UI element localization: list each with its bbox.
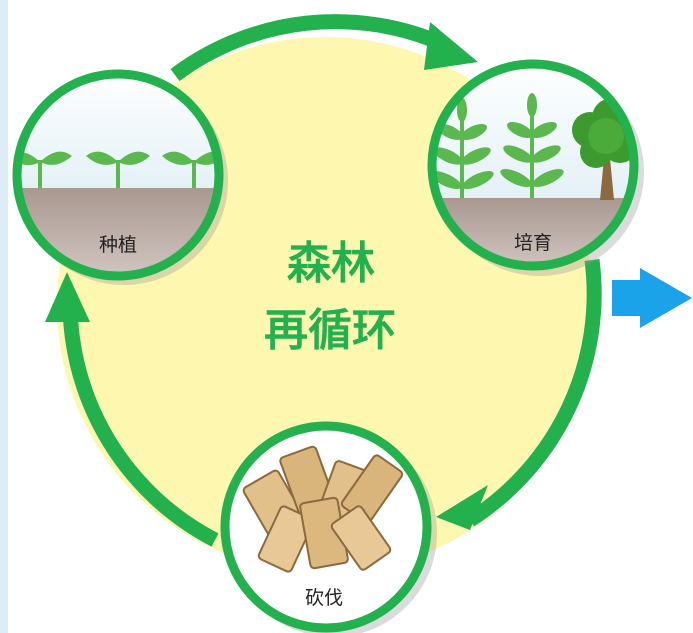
arc-cutting-to-planting xyxy=(62,299,219,547)
arc-planting-to-nurturing xyxy=(170,14,449,82)
arrowhead-to-nurturing xyxy=(424,22,478,70)
stage-nurturing: 培育 xyxy=(427,59,644,276)
left-margin-strip xyxy=(0,0,8,633)
output-arrow-icon xyxy=(612,268,692,328)
logs-icon xyxy=(242,445,404,573)
sapling-icon xyxy=(432,98,494,198)
stage-cutting: 砍伐 xyxy=(220,421,437,633)
seedling-icon xyxy=(86,151,150,188)
stage-label-planting: 种植 xyxy=(99,234,137,256)
stage-label-cutting: 砍伐 xyxy=(305,587,343,609)
stage-label-nurturing: 培育 xyxy=(514,232,552,254)
center-title-line2: 再循环 xyxy=(264,305,396,356)
sapling-icon xyxy=(500,93,564,198)
cycle-ring xyxy=(62,14,602,547)
arc-nurturing-to-cutting xyxy=(465,259,602,527)
arrowhead-to-cutting xyxy=(436,485,488,530)
arrowhead-to-planting xyxy=(45,272,90,322)
center-title-line1: 森林 xyxy=(287,238,375,289)
